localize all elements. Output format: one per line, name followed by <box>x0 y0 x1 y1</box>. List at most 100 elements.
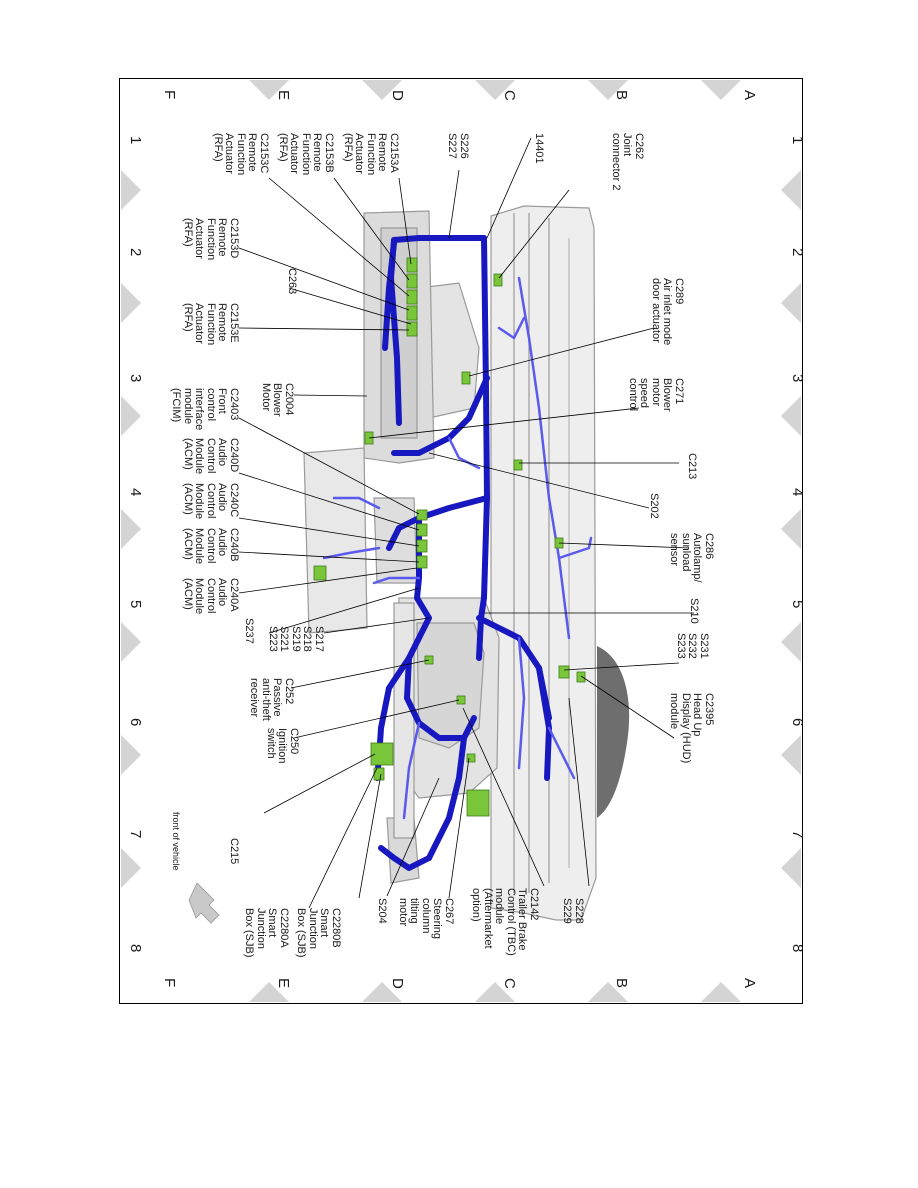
zone-marker <box>781 396 801 436</box>
callout-c240d: C240D Audio Control Module (ACM) <box>182 438 240 475</box>
grid-number-left: 5 <box>127 600 144 609</box>
harness-branch <box>426 735 467 861</box>
connector <box>406 321 418 337</box>
leader-line <box>368 407 640 439</box>
callout-c240b: C240B Audio Control Module (ACM) <box>182 528 240 565</box>
harness-thin <box>547 726 576 780</box>
zone-marker <box>121 735 141 775</box>
leader-line <box>498 189 570 279</box>
leader-line <box>293 699 460 739</box>
leader-line <box>568 697 590 887</box>
leader-line <box>268 177 410 297</box>
zone-marker <box>121 283 141 323</box>
callout-c252: C252 Passive anti-theft receiver <box>248 678 296 721</box>
leader-line <box>238 417 420 515</box>
leader-line <box>263 753 376 814</box>
leader-line <box>386 777 440 897</box>
leader-line <box>238 472 420 531</box>
zone-marker <box>475 982 515 1002</box>
callout-s217: S217 S218 S219 S221 S223 <box>267 626 325 652</box>
grid-number-right: 2 <box>789 248 806 257</box>
leader-line <box>486 137 532 239</box>
zone-marker <box>588 982 628 1002</box>
callout-c2153a: C2153A Remote Function Actuator (RFA) <box>342 133 400 176</box>
harness-thin <box>517 276 571 640</box>
grid-number-right: 8 <box>789 944 806 953</box>
grid-number-right: 7 <box>789 830 806 839</box>
leader-line <box>323 617 430 634</box>
leader-line <box>563 662 680 671</box>
harness-thin <box>497 316 526 340</box>
front-of-vehicle-arrow <box>188 882 220 924</box>
center-stack <box>303 447 368 634</box>
leader-line <box>448 169 460 239</box>
harness-thin <box>322 546 381 560</box>
grid-number-left: 4 <box>127 488 144 497</box>
front-of-vehicle-label: front of vehicle <box>171 812 181 871</box>
connector <box>493 273 503 287</box>
grid-number-right: 3 <box>789 374 806 383</box>
callout-c2403: C2403 Front control interface module (FC… <box>170 388 241 431</box>
grid-number-left: 2 <box>127 248 144 257</box>
zone-marker <box>781 170 801 210</box>
leader-line <box>428 452 650 509</box>
connector <box>370 742 394 766</box>
callout-s210: S210 <box>688 598 700 624</box>
connector <box>313 565 327 581</box>
callout-c262: C262 Joint connector 2 <box>610 133 645 191</box>
grid-letter-bottom: B <box>613 978 630 989</box>
grid-letter-bottom: A <box>741 978 758 989</box>
zone-marker <box>781 283 801 323</box>
zone-marker <box>121 848 141 888</box>
zone-marker <box>475 80 515 100</box>
connector <box>558 665 570 679</box>
zone-marker <box>121 170 141 210</box>
callout-s231: S231 S232 S233 <box>675 633 710 659</box>
callout-c215: C215 <box>228 838 240 865</box>
zone-marker <box>249 80 289 100</box>
zone-marker <box>588 80 628 100</box>
grid-letter-top: C <box>501 90 518 101</box>
grid-letter-top: A <box>741 90 758 101</box>
callout-c2153c: C2153C Remote Function Actuator (RFA) <box>212 133 270 176</box>
connectors <box>313 257 586 817</box>
connector <box>466 789 490 817</box>
connector <box>576 671 586 683</box>
grid-letter-top: D <box>389 90 406 101</box>
callout-c213: C213 <box>686 453 698 480</box>
grid-number-right: 5 <box>789 600 806 609</box>
zone-marker <box>121 396 141 436</box>
connector <box>416 523 428 537</box>
grid-number-left: 6 <box>127 718 144 727</box>
grid-letter-bottom: D <box>389 978 406 989</box>
callout-c2395: C2395 Head Up Display (HUD) module <box>668 693 716 764</box>
harness-thin <box>372 576 421 585</box>
leader-line <box>462 707 545 887</box>
leader-line <box>580 675 675 739</box>
grid-number-right: 6 <box>789 718 806 727</box>
callout-c2142: C2142 Trailer Brake Control (TBC) module… <box>470 888 541 956</box>
grid-number-left: 1 <box>127 136 144 145</box>
harness-thin <box>517 636 526 770</box>
grid-letter-bottom: F <box>161 978 178 988</box>
connector <box>406 257 418 273</box>
connector <box>466 753 476 763</box>
callout-c2153d: C2153D Remote Function Actuator (RFA) <box>182 218 240 261</box>
callout-s202: S202 <box>648 493 660 519</box>
grid-number-left: 7 <box>127 830 144 839</box>
leader-line <box>468 327 655 377</box>
zone-marker <box>701 80 741 100</box>
connector <box>461 371 471 385</box>
grid-number-right: 4 <box>789 488 806 497</box>
callout-s226: S226 S227 <box>446 133 471 159</box>
harness-trunk <box>476 235 490 661</box>
zone-marker <box>249 982 289 1002</box>
callout-i14401: 14401 <box>533 133 545 164</box>
callout-c289: C289 Air inlet mode door actuator <box>650 278 685 346</box>
leader-line <box>268 587 420 634</box>
callout-c2153b: C2153B Remote Function Actuator (RFA) <box>277 133 335 176</box>
wiring-diagram <box>119 78 803 1004</box>
zone-marker <box>781 848 801 888</box>
harness-thin <box>447 436 481 470</box>
